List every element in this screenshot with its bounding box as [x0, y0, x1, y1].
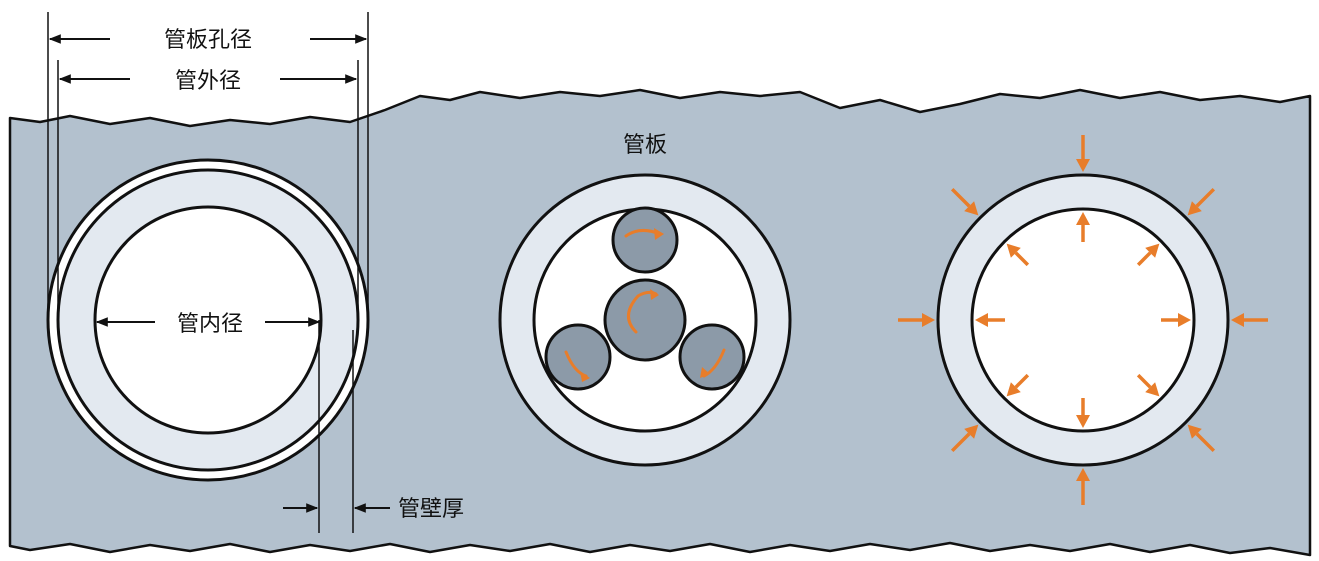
roller-left	[544, 323, 612, 391]
roller-right	[678, 323, 746, 391]
force-arrow-icon	[1076, 212, 1090, 242]
roller-expander	[544, 206, 746, 391]
force-arrow-icon	[1187, 187, 1216, 216]
force-arrow-icon	[1006, 373, 1030, 397]
force-arrow-icon	[898, 313, 935, 327]
roller-top	[611, 206, 679, 274]
hole-diameter-label: 管板孔径	[164, 28, 252, 53]
tube-left	[46, 158, 370, 482]
force-arrow-icon	[1006, 243, 1030, 267]
tube-sheet-label: 管板	[623, 133, 667, 158]
force-arrows	[898, 135, 1268, 505]
inner-diameter-label: 管内径	[177, 312, 243, 337]
force-arrow-icon	[950, 187, 979, 216]
force-arrow-icon	[1136, 373, 1160, 397]
force-arrow-icon	[1231, 313, 1268, 327]
force-arrow-icon	[1187, 424, 1216, 453]
mandrel	[603, 278, 687, 362]
force-arrow-icon	[1076, 468, 1090, 505]
force-arrow-icon	[1076, 135, 1090, 172]
force-arrow-icon	[950, 424, 979, 453]
force-arrow-icon	[1161, 313, 1191, 327]
force-arrow-icon	[1076, 398, 1090, 428]
rotation-arrowheads	[580, 228, 710, 382]
outer-diameter-label: 管外径	[175, 69, 241, 94]
force-arrow-icon	[1136, 243, 1160, 267]
extension-lines	[47, 12, 369, 533]
force-arrow-icon	[975, 313, 1005, 327]
tube-bore	[93, 205, 323, 435]
wall-thickness-label: 管壁厚	[398, 497, 464, 522]
